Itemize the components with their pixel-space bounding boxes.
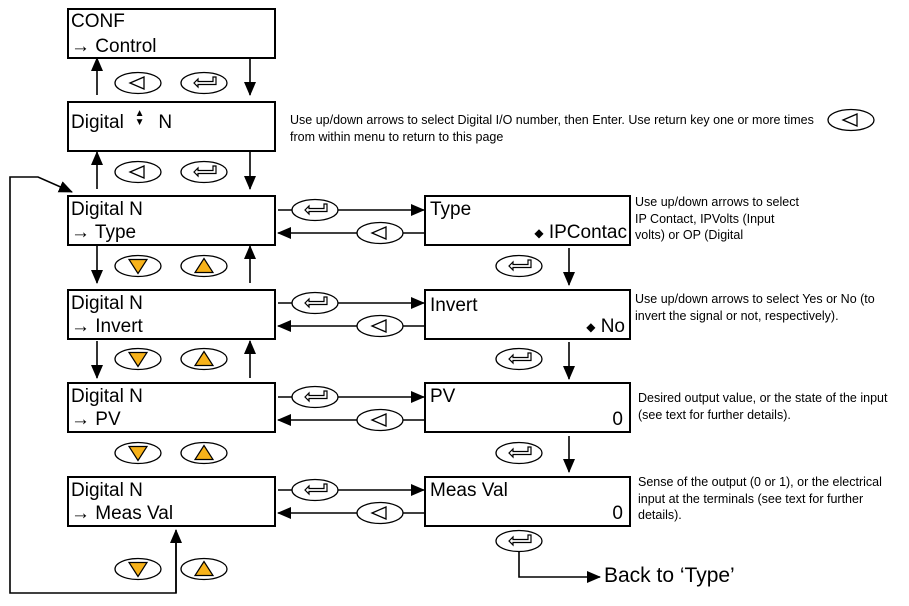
enter-key-icon[interactable] [495,529,543,553]
screen-line-2: → Meas Val [71,503,174,524]
up-key-icon[interactable] [180,347,228,371]
screen-line-1: Digital ▲▼ N [71,108,173,133]
up-down-diamond-icon: ▲▼ [134,108,146,126]
enter-key-icon[interactable] [495,441,543,465]
screen-value: ◆ IPContac [534,223,627,244]
note-meas-val: Sense of the output (0 or 1), or the ele… [638,475,882,522]
enter-key-icon[interactable] [180,71,228,95]
back-key-icon[interactable] [356,408,404,432]
screen-line-1: Digital N [71,480,143,501]
up-key-icon[interactable] [180,441,228,465]
screen-line-1: CONF [71,11,125,32]
screen-meas-val-detail: Meas Val 0 [424,476,631,527]
screen-digital-meas-val[interactable]: Digital N → Meas Val [67,476,276,527]
up-down-diamond-icon: ◆ [534,226,544,240]
screen-invert-detail: Invert ◆ No [424,289,631,340]
enter-key-icon[interactable] [291,198,339,222]
digital-label: Digital [71,112,124,133]
back-key-icon[interactable] [114,71,162,95]
screen-digital-type[interactable]: Digital N → Type [67,195,276,246]
screen-line-2: → Control [71,36,157,57]
screen-line-1: Digital N [71,293,143,314]
screen-title: Invert [430,295,478,316]
screen-value: ◆ No [586,317,625,338]
enter-key-icon[interactable] [180,160,228,184]
up-key-icon[interactable] [180,557,228,581]
screen-value: 0 [612,503,623,524]
enter-key-icon[interactable] [291,478,339,502]
screen-digital-select: Digital ▲▼ N [67,101,276,152]
screen-title: PV [430,386,456,407]
up-key-icon[interactable] [180,254,228,278]
digital-number-value: N [158,112,173,133]
back-key-icon[interactable] [356,314,404,338]
screen-digital-pv[interactable]: Digital N → PV [67,382,276,433]
enter-key-icon[interactable] [495,254,543,278]
screen-title: Meas Val [430,480,508,501]
back-key-icon[interactable] [114,160,162,184]
screen-type-detail: Type ◆ IPContac [424,195,631,246]
down-key-icon[interactable] [114,347,162,371]
invert-value: No [600,316,625,337]
down-key-icon[interactable] [114,254,162,278]
note-digital-select: Use up/down arrows to select Digital I/O… [290,113,814,144]
screen-line-2: → Invert [71,316,143,337]
note-type: Use up/down arrows to select IP Contact,… [635,195,799,242]
screen-digital-invert[interactable]: Digital N → Invert [67,289,276,340]
up-down-diamond-icon: ◆ [586,320,596,334]
back-to-type-label: Back to ‘Type’ [604,564,735,587]
screen-line-2: → Type [71,222,137,243]
screen-line-2: → PV [71,409,121,430]
screen-pv-detail: PV 0 [424,382,631,433]
screen-line-1: Digital N [71,199,143,220]
screen-line-1: Digital N [71,386,143,407]
screen-conf: CONF → Control [67,8,276,59]
screen-title: Type [430,199,472,220]
note-invert: Use up/down arrows to select Yes or No (… [635,292,875,323]
screen-value: 0 [612,409,623,430]
down-key-icon[interactable] [114,557,162,581]
type-value: IPContac [548,222,627,243]
enter-key-icon[interactable] [495,347,543,371]
enter-key-icon[interactable] [291,291,339,315]
down-key-icon[interactable] [114,441,162,465]
back-key-icon[interactable] [356,221,404,245]
enter-key-icon[interactable] [291,385,339,409]
back-key-icon[interactable] [356,501,404,525]
note-pv: Desired output value, or the state of th… [638,391,888,422]
back-key-icon [827,108,875,132]
